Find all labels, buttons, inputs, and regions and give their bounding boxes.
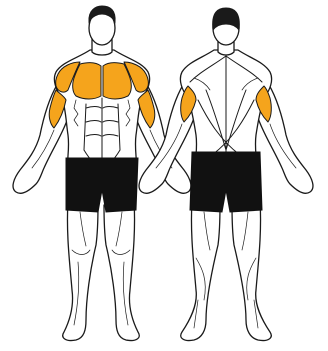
back-shorts: [190, 152, 262, 212]
back-left-leg: [181, 200, 220, 341]
front-shorts: [66, 158, 138, 212]
back-right-leg: [232, 200, 271, 341]
front-right-leg: [104, 200, 139, 341]
front-left-leg: [63, 200, 98, 341]
back-figure: [139, 8, 313, 341]
